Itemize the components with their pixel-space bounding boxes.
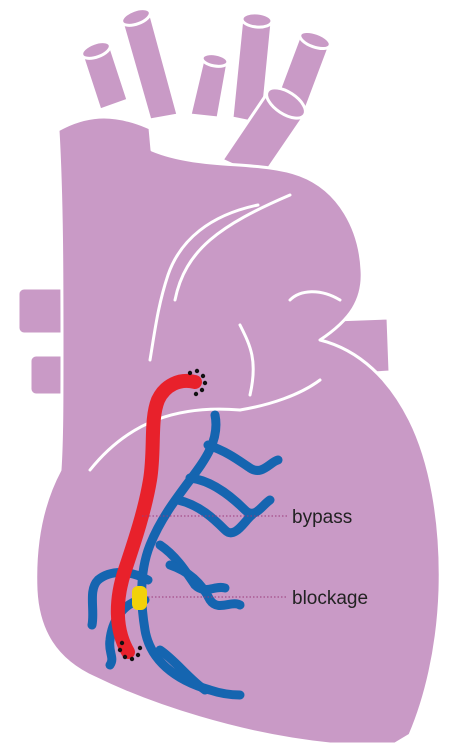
bypass-label: bypass — [292, 507, 352, 528]
brachiocephalic-artery — [122, 12, 178, 120]
blockage-marker — [132, 586, 147, 610]
blockage-label: blockage — [292, 588, 368, 609]
left-carotid-artery — [190, 60, 228, 118]
